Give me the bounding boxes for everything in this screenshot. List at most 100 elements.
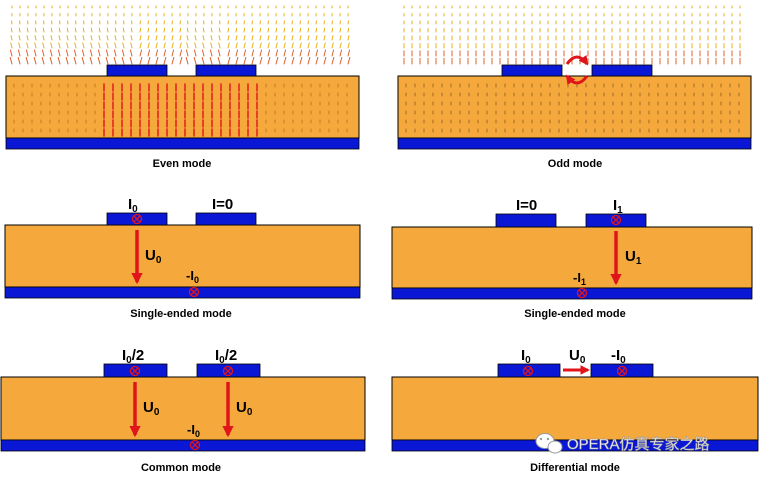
voltage-label-left: U0 xyxy=(143,399,160,418)
field-arrow xyxy=(299,35,302,41)
field-arrow xyxy=(275,42,278,49)
field-arrow xyxy=(210,42,213,49)
wechat-icon xyxy=(535,433,563,454)
field-arrow xyxy=(299,57,303,65)
field-arrow xyxy=(185,57,189,65)
field-arrow xyxy=(315,27,318,33)
panel-caption: Odd mode xyxy=(548,158,602,170)
field-arrow xyxy=(291,57,295,65)
field-arrow xyxy=(10,35,13,41)
field-arrow xyxy=(18,35,21,41)
field-arrow xyxy=(227,35,230,41)
field-arrow xyxy=(121,49,125,57)
field-arrows-even-substrate xyxy=(13,83,348,137)
field-arrow xyxy=(25,57,29,65)
field-arrow xyxy=(147,27,150,33)
current-label-left: I=0 xyxy=(516,197,537,214)
field-arrow xyxy=(243,35,246,41)
field-arrow xyxy=(82,35,85,41)
field-arrow xyxy=(267,57,271,65)
field-arrow xyxy=(275,57,279,65)
field-arrow xyxy=(9,57,13,65)
field-arrow xyxy=(121,57,125,65)
field-arrow xyxy=(291,27,294,33)
field-arrow xyxy=(267,27,270,33)
field-arrow xyxy=(283,49,287,57)
field-arrow xyxy=(267,35,270,41)
field-arrow xyxy=(283,42,286,49)
field-arrow xyxy=(307,35,310,41)
field-arrow xyxy=(299,42,302,49)
field-arrow xyxy=(155,57,159,65)
field-arrow xyxy=(323,35,326,41)
field-arrow xyxy=(42,42,45,49)
field-arrow xyxy=(315,42,318,49)
field-arrow xyxy=(82,27,85,33)
return-current-label: -I1 xyxy=(573,270,586,287)
panel-caption: Differential mode xyxy=(530,462,620,474)
field-arrow xyxy=(251,27,254,33)
trace-left xyxy=(106,64,168,77)
field-arrow xyxy=(106,42,109,49)
watermark: OPERA仿真专家之路 xyxy=(535,433,710,454)
field-arrow xyxy=(291,49,295,57)
field-arrow xyxy=(243,27,246,33)
field-arrow xyxy=(114,42,117,49)
field-arrow xyxy=(179,57,183,65)
field-arrow xyxy=(307,57,311,65)
field-arrow xyxy=(49,57,53,65)
field-arrow xyxy=(98,27,101,33)
field-arrow xyxy=(218,35,221,41)
field-arrow xyxy=(227,49,231,57)
current-label-left: I0/2 xyxy=(122,347,144,366)
field-arrow xyxy=(323,27,326,33)
field-arrow xyxy=(18,42,21,49)
field-arrow xyxy=(10,27,13,33)
field-arrow xyxy=(42,35,45,41)
field-arrow xyxy=(201,49,205,57)
field-arrow xyxy=(315,57,319,65)
field-arrow xyxy=(81,57,85,65)
field-arrow xyxy=(41,57,45,65)
field-arrow xyxy=(17,49,21,57)
return-current-label: -I0 xyxy=(186,268,199,285)
field-arrow xyxy=(17,57,21,65)
panel-differential-mode: I0 U0 -I0 Differential mode xyxy=(391,347,759,474)
field-arrow xyxy=(347,42,350,49)
field-arrow xyxy=(251,57,255,65)
field-arrow xyxy=(105,49,109,57)
field-arrow xyxy=(275,27,278,33)
panel-caption: Single-ended mode xyxy=(524,308,625,320)
field-arrow xyxy=(323,49,327,57)
field-arrow xyxy=(227,57,231,65)
panel-single-ended-left: I0 I=0 U0 -I0 Single-ended mode xyxy=(4,196,361,320)
field-arrow xyxy=(267,49,271,57)
odd-loop-icon xyxy=(565,54,589,86)
field-arrow xyxy=(73,57,77,65)
trace-right xyxy=(195,212,257,226)
field-arrow xyxy=(139,35,142,41)
field-arrow xyxy=(74,27,77,33)
field-arrow xyxy=(227,42,230,49)
field-arrow xyxy=(33,57,37,65)
voltage-label: U0 xyxy=(145,247,162,266)
field-arrow xyxy=(171,27,174,33)
ground-plane xyxy=(5,137,360,150)
field-arrow xyxy=(129,49,133,57)
current-label-right: -I0 xyxy=(611,347,626,366)
field-arrow xyxy=(291,35,294,41)
field-arrow xyxy=(275,49,279,57)
panel-odd-mode: Odd mode xyxy=(397,5,752,170)
field-arrow xyxy=(209,49,213,57)
field-arrow xyxy=(139,49,143,57)
field-arrow xyxy=(139,42,142,49)
field-arrow xyxy=(347,35,350,41)
current-label-right: I0/2 xyxy=(215,347,237,366)
field-arrow xyxy=(267,42,270,49)
field-arrow xyxy=(89,49,93,57)
trace-right xyxy=(591,64,653,77)
substrate xyxy=(397,75,752,139)
field-arrow xyxy=(26,27,29,33)
field-arrow xyxy=(193,49,197,57)
field-arrow xyxy=(243,49,247,57)
